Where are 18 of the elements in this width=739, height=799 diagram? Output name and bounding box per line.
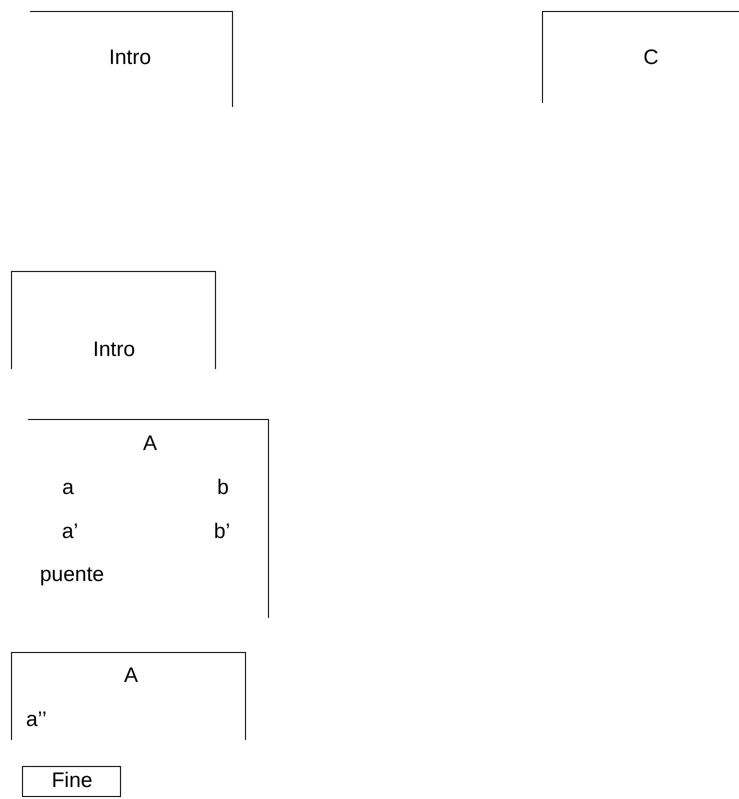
section-frame [30, 11, 233, 107]
section-frame [542, 11, 739, 103]
subsection-label: a’ [62, 520, 78, 544]
section-label: Intro [92, 338, 136, 362]
section-frame [11, 271, 216, 369]
section-label: Fine [52, 769, 92, 793]
section-frame [11, 652, 246, 740]
subsection-label: puente [40, 563, 104, 587]
section-label: A [124, 664, 138, 688]
section-frame [22, 766, 121, 797]
section-frame [28, 419, 269, 618]
section-label: Intro [108, 46, 152, 70]
section-label: C [643, 46, 659, 70]
subsection-label: b’ [214, 520, 230, 544]
subsection-label: a [62, 476, 74, 500]
subsection-label: b [217, 476, 229, 500]
subsection-label: a’’ [26, 708, 47, 732]
section-label: A [143, 432, 157, 456]
